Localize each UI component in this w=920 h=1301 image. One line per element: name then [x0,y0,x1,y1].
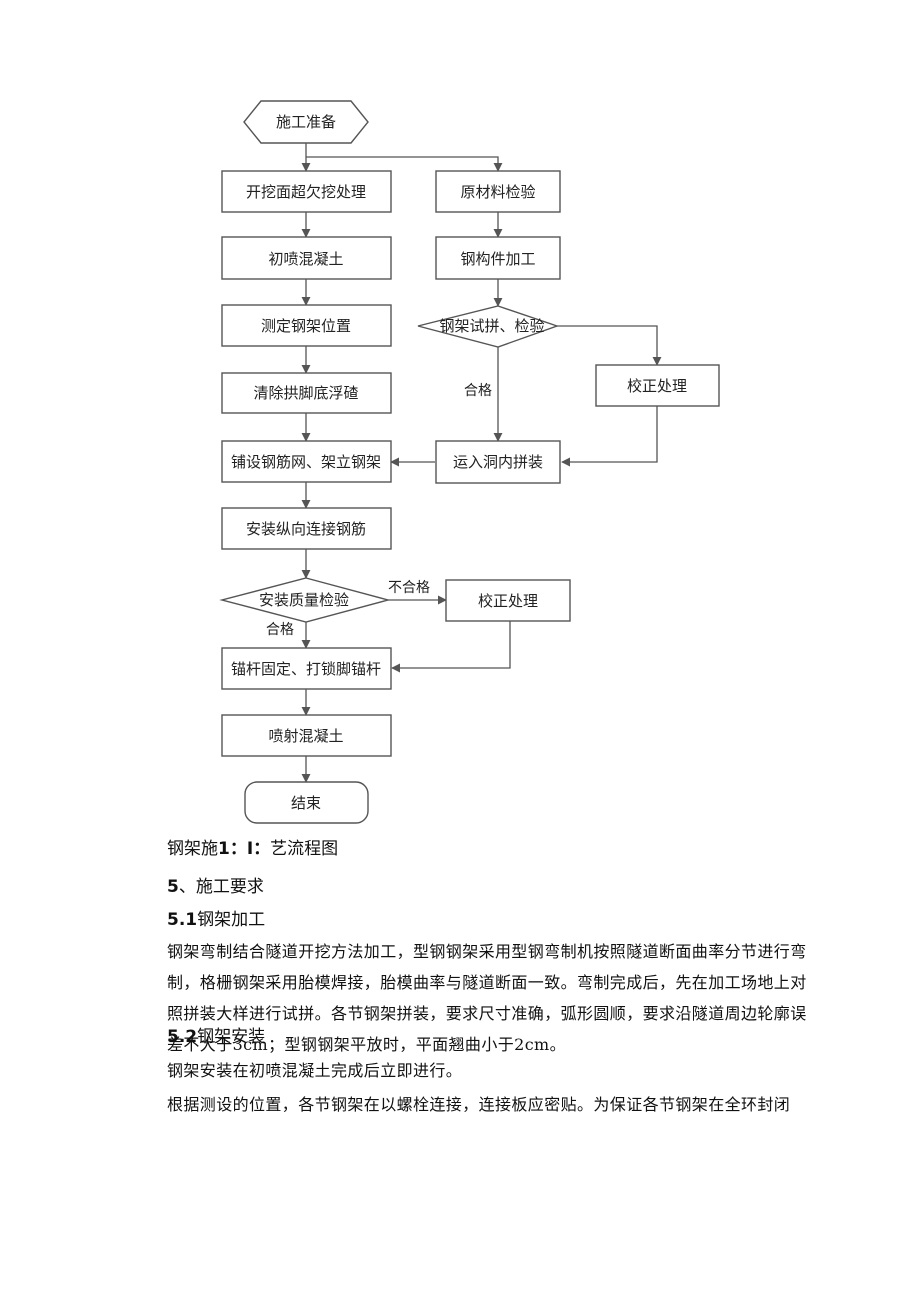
node-correction-1: 校正处理 [595,364,720,407]
node-excavation-label: 开挖面超欠挖处理 [246,183,366,201]
section-5-2-title: 钢架安装 [197,1027,266,1047]
node-clear-base-label: 清除拱脚底浮碴 [253,384,358,402]
edge-label-quality-fail: 不合格 [388,580,430,596]
node-quality-check-label: 安装质量检验 [259,591,349,609]
node-correction-1-label: 校正处理 [627,377,687,395]
node-position-label: 测定钢架位置 [261,317,351,335]
section-5-title: 、施工要求 [178,877,264,897]
section-heading-5-1: 5.1钢架加工 [167,905,817,930]
node-lay-mesh-label: 铺设钢筋网、架立钢架 [231,453,381,471]
node-spray: 喷射混凝土 [221,714,392,757]
node-correction-2-label: 校正处理 [478,592,538,610]
node-trial-assembly: 钢架试拼、检验 [417,305,560,348]
paragraph-install-method: 根据测设的位置，各节钢架在以螺栓连接，连接板应密贴。为保证各节钢架在全环封闭 [167,1095,791,1114]
node-clear-base: 清除拱脚底浮碴 [221,372,392,414]
node-lay-mesh: 铺设钢筋网、架立钢架 [221,440,392,483]
section-heading-5-2: 5.2钢架安装 [167,1022,817,1047]
node-material-check-label: 原材料检验 [460,183,535,201]
edge-label-trial-pass: 合格 [464,383,492,399]
caption-suffix: 艺流程图 [270,839,339,859]
node-quality-check: 安装质量检验 [219,577,391,623]
caption-bold-1: 1： [218,839,247,859]
section-5-1-title: 钢架加工 [197,910,266,930]
section-5-number: 5 [167,877,179,897]
section-heading-5: 5、施工要求 [167,872,817,897]
edge-label-quality-pass: 合格 [266,622,294,638]
section-5-1-number: 5.1 [167,910,198,930]
node-material-check: 原材料检验 [435,170,561,213]
node-transport: 运入洞内拼装 [435,440,561,484]
node-end: 结束 [244,781,369,824]
construction-flowchart: 施工准备 开挖面超欠挖处理 原材料检验 初喷混凝土 钢构件加工 测定钢架位置 钢… [219,100,720,824]
node-anchor-label: 锚杆固定、打锁脚锚杆 [231,660,381,678]
node-longitudinal: 安装纵向连接钢筋 [221,507,392,550]
node-anchor: 锚杆固定、打锁脚锚杆 [221,647,392,690]
caption-bold-2: I： [246,839,271,859]
node-end-label: 结束 [291,794,321,812]
caption-prefix: 钢架施 [167,839,218,859]
node-start: 施工准备 [243,100,369,144]
node-excavation: 开挖面超欠挖处理 [221,170,392,213]
node-trial-assembly-label: 钢架试拼、检验 [439,317,544,335]
paragraph-install-timing: 钢架安装在初喷混凝土完成后立即进行。 [167,1061,463,1080]
node-steel-processing: 钢构件加工 [435,236,561,280]
paragraph-steel-processing: 钢架弯制结合隧道开挖方法加工，型钢钢架采用型钢弯制机按照隧道断面曲率分节进行弯制… [167,942,807,1054]
node-start-label: 施工准备 [276,113,336,131]
node-spray-label: 喷射混凝土 [268,727,343,745]
node-correction-2: 校正处理 [445,579,571,622]
section-5-2-number: 5.2 [167,1027,198,1047]
flow-connectors [301,143,662,783]
node-initial-spray: 初喷混凝土 [221,236,392,280]
node-transport-label: 运入洞内拼装 [453,453,543,471]
node-initial-spray-label: 初喷混凝土 [268,250,343,268]
figure-caption: 钢架施1：I：艺流程图 [167,834,817,859]
node-steel-processing-label: 钢构件加工 [460,250,535,268]
node-longitudinal-label: 安装纵向连接钢筋 [246,520,366,538]
node-position: 测定钢架位置 [221,304,392,347]
